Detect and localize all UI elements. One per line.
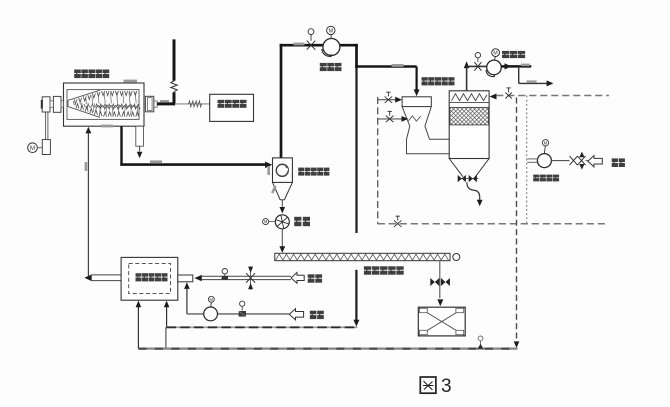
svg-text:M: M: [264, 219, 268, 224]
svg-text:M: M: [210, 297, 214, 302]
svg-text:3: 3: [441, 376, 452, 397]
svg-text:M: M: [328, 29, 333, 35]
svg-text:M: M: [544, 140, 548, 145]
svg-text:M: M: [30, 146, 35, 152]
svg-text:M: M: [493, 51, 497, 57]
